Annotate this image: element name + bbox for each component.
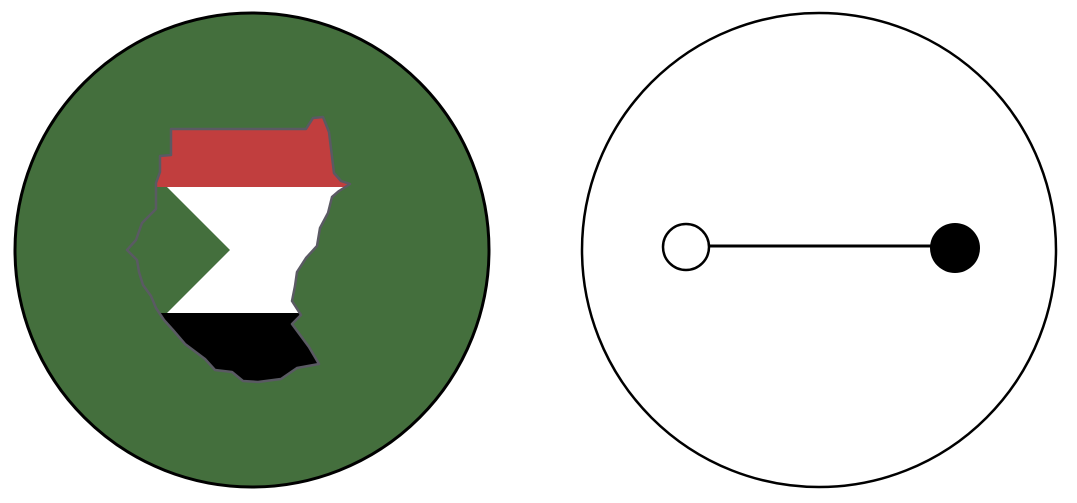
open-dot (661, 222, 711, 272)
filled-dot (930, 223, 980, 273)
map-border (125, 115, 352, 384)
sudan-map-roundel (13, 11, 491, 489)
hollow-to-filled-dot-icon (661, 222, 980, 273)
roundel-background (580, 11, 1058, 489)
toggle-symbol-roundel (580, 11, 1058, 489)
